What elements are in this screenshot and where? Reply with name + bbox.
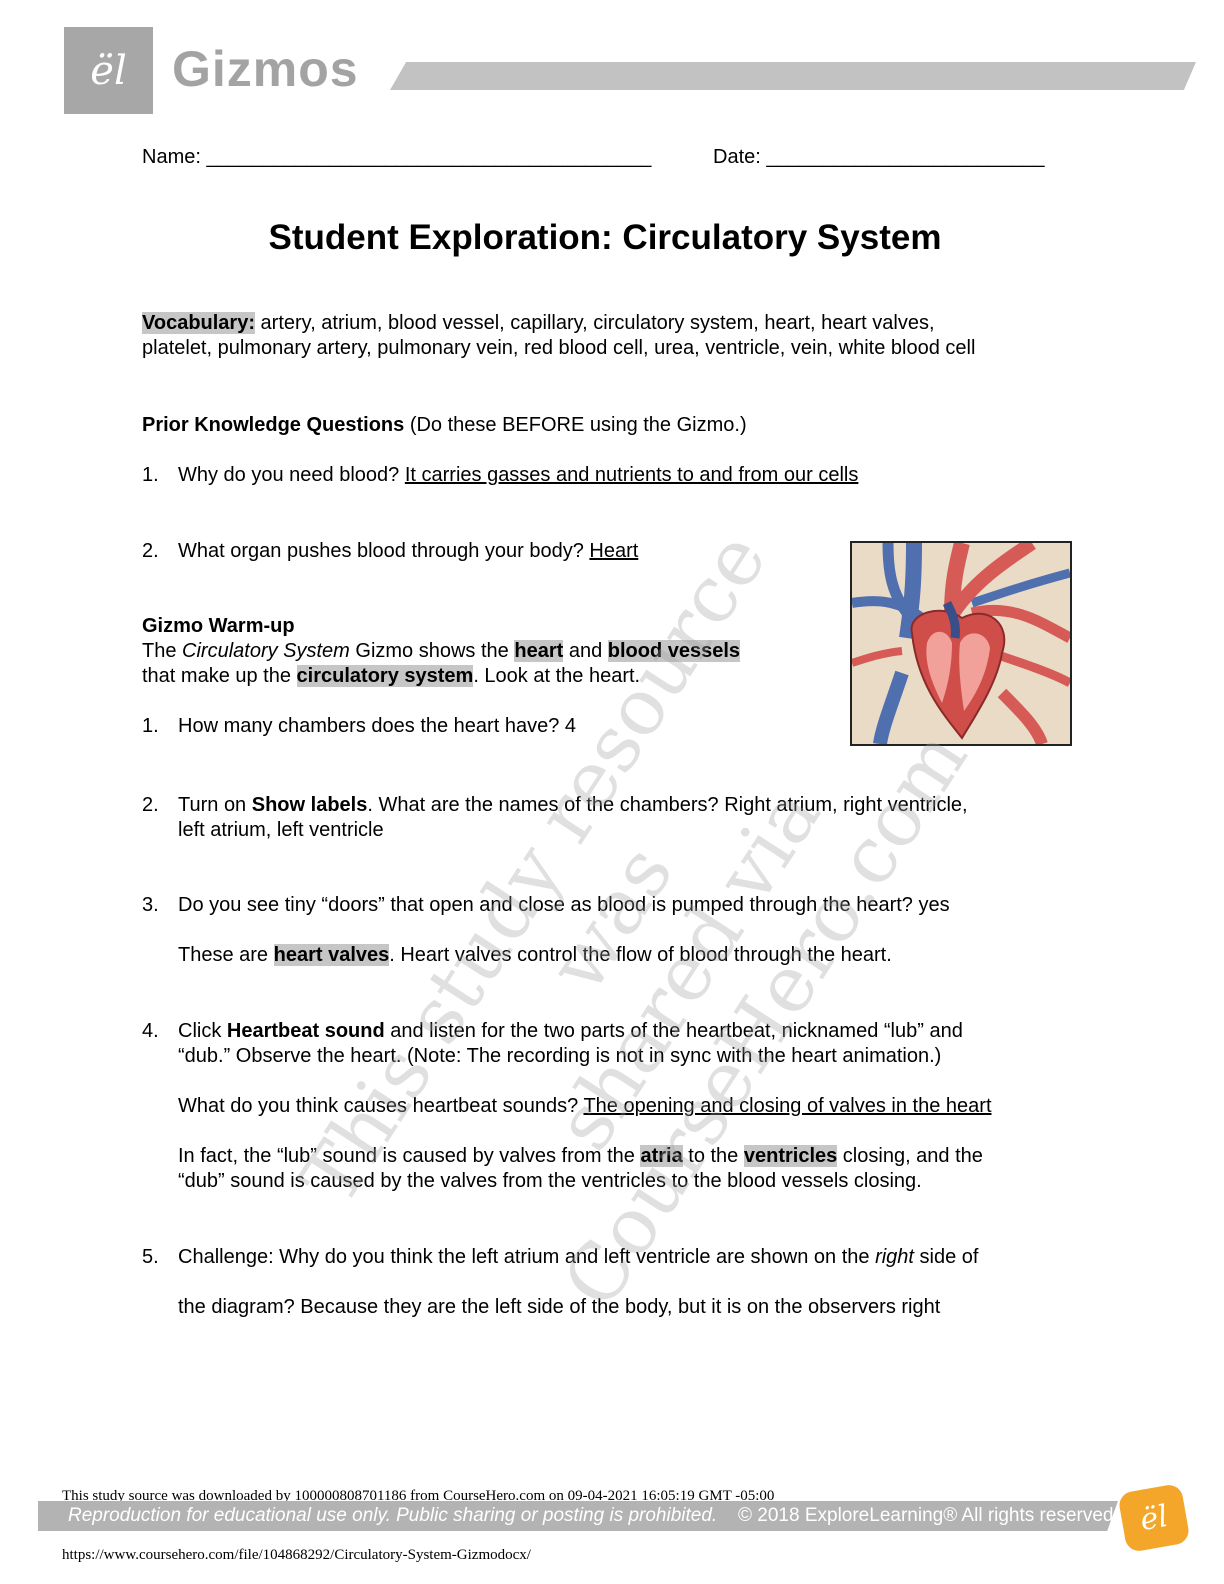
warmup-q5-number: 5. — [142, 1246, 159, 1268]
intro-text-1: The — [142, 640, 183, 662]
intro-text-4: that make up the — [142, 665, 297, 687]
q4-answer: The opening and closing of valves in the… — [583, 1095, 992, 1117]
warmup-q4-fact-line-2: “dub” sound is caused by the valves from… — [178, 1170, 922, 1192]
prior-q2-text: What organ pushes blood through your bod… — [178, 540, 590, 562]
intro-text-5: . Look at the heart. — [473, 665, 641, 687]
date-blank: _________________________ — [766, 146, 1045, 168]
q4-fact-2: to the — [682, 1145, 744, 1167]
q2-show-labels: Show labels — [251, 794, 368, 816]
warmup-heading: Gizmo Warm-up — [142, 615, 295, 637]
q5-text-2: side of — [913, 1246, 979, 1268]
warmup-intro-line-2: that make up the circulatory system. Loo… — [142, 664, 640, 689]
vocabulary-line-2: platelet, pulmonary artery, pulmonary ve… — [142, 337, 976, 359]
logo-glyph: ël — [90, 47, 127, 94]
warmup-q1-number: 1. — [142, 715, 159, 737]
q4-ask-text: What do you think causes heartbeat sound… — [178, 1095, 584, 1117]
vocabulary-text-1: artery, atrium, blood vessel, capillary,… — [255, 312, 935, 334]
intro-gizmo-name: Circulatory System — [182, 640, 350, 662]
heart-diagram-image — [850, 541, 1072, 746]
date-field: Date: _________________________ — [713, 145, 1044, 170]
prior-q1: Why do you need blood? It carries gasses… — [178, 463, 858, 488]
prior-q1-answer: It carries gasses and nutrients to and f… — [404, 464, 859, 486]
q3-heart-valves: heart valves — [273, 944, 390, 966]
q4-fact-1: In fact, the “lub” sound is caused by va… — [178, 1145, 641, 1167]
vocabulary-line-1: Vocabulary: artery, atrium, blood vessel… — [142, 311, 935, 336]
warmup-q4-ask: What do you think causes heartbeat sound… — [178, 1094, 992, 1119]
prior-knowledge-heading: Prior Knowledge Questions (Do these BEFO… — [142, 413, 747, 438]
header-bar — [390, 62, 1196, 90]
prior-q2-number: 2. — [142, 540, 159, 562]
q4-atria-term: atria — [640, 1145, 683, 1167]
q5-text-1: Challenge: Why do you think the left atr… — [178, 1246, 876, 1268]
warmup-q3-sub: These are heart valves. Heart valves con… — [178, 943, 892, 968]
prior-q1-number: 1. — [142, 464, 159, 486]
q4-ventricles-term: ventricles — [743, 1145, 838, 1167]
warmup-q2-line-2: left atrium, left ventricle — [178, 819, 384, 841]
name-field: Name: __________________________________… — [142, 145, 651, 170]
warmup-q4-line-2: “dub.” Observe the heart. (Note: The rec… — [178, 1045, 942, 1067]
q4-heartbeat-sound: Heartbeat sound — [226, 1020, 385, 1042]
intro-heart-term: heart — [514, 640, 564, 662]
source-url-link[interactable]: https://www.coursehero.com/file/10486829… — [62, 1547, 531, 1563]
prior-q2: What organ pushes blood through your bod… — [178, 539, 638, 564]
prior-heading-bold: Prior Knowledge Questions — [142, 414, 405, 436]
q3-sub-1: These are — [178, 944, 274, 966]
footer-logo: ël — [1117, 1482, 1191, 1554]
prior-q2-answer: Heart — [589, 540, 639, 562]
intro-vessels-term: blood vessels — [607, 640, 741, 662]
prior-q1-text: Why do you need blood? — [178, 464, 405, 486]
q2-text-1: Turn on — [178, 794, 252, 816]
intro-text-3: and — [563, 640, 608, 662]
warmup-intro-line-1: The Circulatory System Gizmo shows the h… — [142, 639, 741, 664]
warmup-q2-line-1: Turn on Show labels. What are the names … — [178, 793, 968, 818]
warmup-q4-number: 4. — [142, 1020, 159, 1042]
intro-system-term: circulatory system — [296, 665, 474, 687]
warmup-q3-number: 3. — [142, 894, 159, 916]
footer-logo-glyph: ël — [1137, 1498, 1171, 1538]
q2-text-2: . What are the names of the chambers? Ri… — [367, 794, 968, 816]
footer-copyright: © 2018 ExploreLearning® All rights reser… — [738, 1505, 1114, 1526]
q3-sub-2: . Heart valves control the flow of blood… — [389, 944, 892, 966]
warmup-q4-fact-line-1: In fact, the “lub” sound is caused by va… — [178, 1144, 983, 1169]
name-blank: ________________________________________ — [206, 146, 652, 168]
warmup-q4-line-1: Click Heartbeat sound and listen for the… — [178, 1019, 963, 1044]
name-label: Name: — [142, 146, 207, 168]
download-note: This study source was downloaded by 1000… — [62, 1488, 775, 1504]
warmup-q2-number: 2. — [142, 794, 159, 816]
warmup-q5-line-2: the diagram? Because they are the left s… — [178, 1296, 941, 1318]
footer-reproduction-note: Reproduction for educational use only. P… — [68, 1505, 718, 1526]
prior-heading-note: (Do these BEFORE using the Gizmo.) — [404, 414, 747, 436]
footer-bar — [38, 1501, 1118, 1531]
q4-text-2: and listen for the two parts of the hear… — [384, 1020, 963, 1042]
date-label: Date: — [713, 146, 767, 168]
explorelearning-logo: ël — [64, 27, 153, 114]
intro-text-2: Gizmo shows the — [349, 640, 515, 662]
warmup-q5-line-1: Challenge: Why do you think the left atr… — [178, 1245, 978, 1270]
page-title: Student Exploration: Circulatory System — [268, 218, 942, 257]
q4-text-1: Click — [178, 1020, 227, 1042]
heart-illustration — [852, 543, 1070, 744]
warmup-q3-text: Do you see tiny “doors” that open and cl… — [178, 894, 950, 916]
q4-fact-3: closing, and the — [837, 1145, 983, 1167]
warmup-q1-text: How many chambers does the heart have? 4 — [178, 715, 576, 737]
brand-name: Gizmos — [172, 41, 359, 97]
q5-right-italic: right — [875, 1246, 914, 1268]
vocabulary-label: Vocabulary: — [142, 312, 255, 334]
